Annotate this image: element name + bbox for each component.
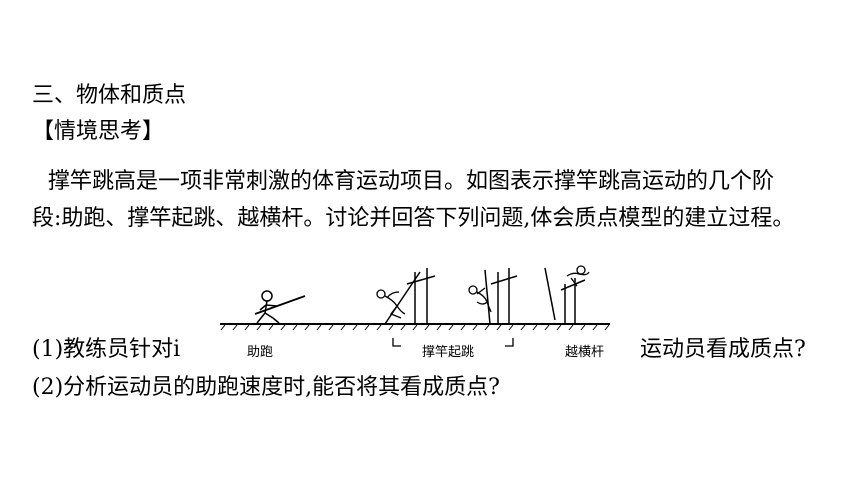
vaulter-midvault [468,285,492,313]
paragraph-line-2: 段:助跑、撑竿起跳、越横杆。讨论并回答下列问题,体会质点模型的建立过程。 [32,206,795,231]
ground [220,323,610,331]
context-label: 【情境思考】 [32,119,165,144]
crossbar-clearance-stands [544,267,586,324]
takeoff-bracket [392,338,514,347]
takeoff-crossbar-stands [384,268,436,325]
caption-run-up: 助跑 [247,345,274,360]
vaulter-over-bar [566,265,590,287]
midvault-crossbar-stands [484,268,518,325]
section-heading: 三、物体和质点 [32,83,187,108]
vaulter-takeoff [376,289,406,319]
question-1-end: 运动员看成质点? [640,337,806,362]
pole-vault-figure: 助跑 撑竿起跳 越横杆 [215,258,615,370]
runner-figure [254,290,306,324]
caption-cross-bar: 越横杆 [565,345,605,360]
caption-pole-takeoff: 撑竿起跳 [422,345,475,360]
paragraph-line-1: 撑竿跳高是一项非常刺激的体育运动项目。如图表示撑竿跳高运动的几个阶 [48,169,775,194]
question-1-start: (1)教练员针对i [32,337,181,362]
pole-vault-illustration [220,265,610,347]
question-2: (2)分析运动员的助跑速度时,能否将其看成质点? [32,375,500,400]
